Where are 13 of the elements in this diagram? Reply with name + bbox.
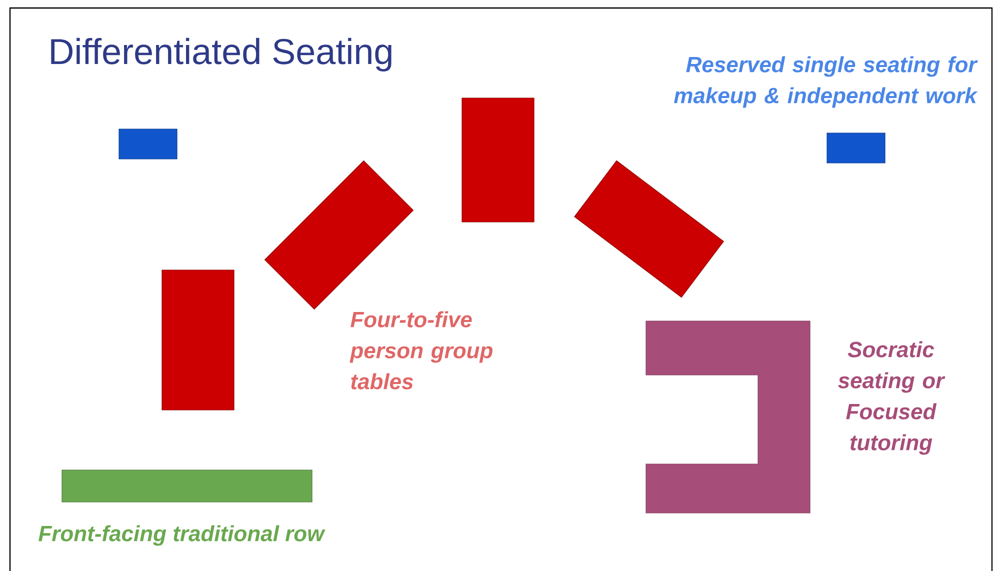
group-table xyxy=(162,270,234,410)
single-desk xyxy=(118,128,178,160)
row-table xyxy=(62,470,312,502)
u-shaped-table xyxy=(646,320,810,514)
group-table xyxy=(462,98,534,222)
title: Differentiated Seating xyxy=(51,38,392,72)
seating-label: Socratic seating or Focused tutoring xyxy=(838,341,946,455)
group-table xyxy=(574,160,724,298)
single-desk xyxy=(826,132,886,164)
seating-label: Reserved single seating for makeup & independent work xyxy=(674,56,978,108)
group-table xyxy=(264,160,414,310)
seating-label: Four-to-five person group tables xyxy=(350,311,492,390)
seating-label: Front-facing traditional row xyxy=(38,525,326,546)
